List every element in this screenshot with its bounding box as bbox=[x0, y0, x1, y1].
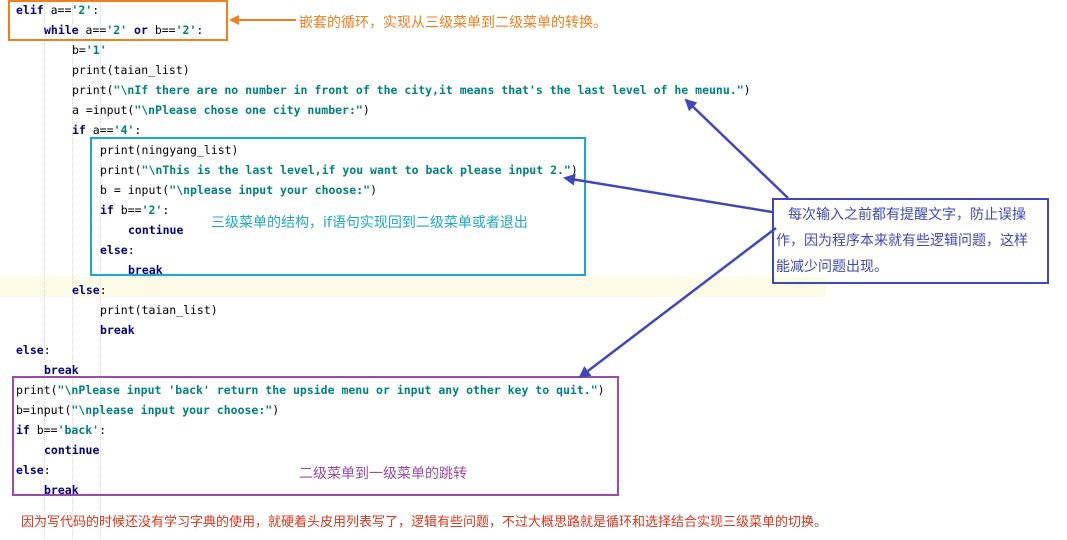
code-line: else: bbox=[16, 343, 51, 357]
code-line: continue bbox=[128, 223, 184, 237]
level2-jump-box bbox=[12, 376, 619, 496]
prompt-arrow-mid bbox=[563, 173, 773, 214]
code-line: else: bbox=[72, 283, 107, 297]
prompt-note-line-3: 能减少问题出现。 bbox=[776, 259, 888, 275]
level3-structure-annotation: 三级菜单的结构，if语句实现回到二级菜单或者退出 bbox=[211, 215, 528, 231]
code-line: else: bbox=[16, 463, 51, 477]
prompt-note-line-2: 作，因为程序本来就有些逻辑问题，这样 bbox=[776, 233, 1028, 249]
code-line: print(taian_list) bbox=[72, 63, 190, 77]
code-line: if a=='4': bbox=[72, 123, 142, 137]
prompt-note-annotation: 每次输入之前都有提醒文字，防止误操 作，因为程序本来就有些逻辑问题，这样 能减少… bbox=[776, 202, 1028, 280]
code-line: break bbox=[44, 363, 79, 377]
code-line: print("\nThis is the last level,if you w… bbox=[100, 163, 578, 177]
code-line: break bbox=[128, 263, 163, 277]
code-line: print("\nPlease input 'back' return the … bbox=[16, 383, 605, 397]
code-line: b='1' bbox=[72, 43, 107, 57]
code-line: break bbox=[100, 323, 135, 337]
code-line: if b=='2': bbox=[100, 203, 170, 217]
indent-guide-2 bbox=[72, 0, 73, 540]
code-line: a =input("\nPlease chose one city number… bbox=[72, 103, 370, 117]
prompt-arrow-top bbox=[684, 98, 789, 199]
indent-guide-3 bbox=[100, 0, 101, 540]
level3-structure-box bbox=[90, 137, 586, 276]
prompt-note-box bbox=[772, 198, 1049, 284]
prompt-note-line-1: 每次输入之前都有提醒文字，防止误操 bbox=[788, 207, 1026, 223]
code-line: break bbox=[44, 483, 79, 497]
nested-loop-box bbox=[8, 0, 228, 41]
code-line: while a=='2' or b=='2': bbox=[44, 23, 204, 37]
current-line-highlight bbox=[0, 277, 826, 297]
level2-jump-annotation: 二级菜单到一级菜单的跳转 bbox=[299, 466, 467, 482]
prompt-arrow-bottom bbox=[578, 227, 777, 379]
code-line: print(taian_list) bbox=[100, 303, 218, 317]
code-line: elif a=='2': bbox=[16, 3, 100, 17]
footer-note: 因为写代码的时候还没有学习字典的使用，就硬着头皮用列表写了，逻辑有些问题，不过大… bbox=[21, 515, 828, 530]
code-line: b=input("\nplease input your choose:") bbox=[16, 403, 280, 417]
code-line: else: bbox=[100, 243, 135, 257]
indent-guide-1 bbox=[44, 0, 45, 540]
nested-loop-annotation: 嵌套的循环，实现从三级菜单到二级菜单的转换。 bbox=[299, 15, 607, 31]
code-line: b = input("\nplease input your choose:") bbox=[100, 183, 377, 197]
code-line: if b=='back': bbox=[16, 423, 107, 437]
code-line: print(ningyang_list) bbox=[100, 143, 239, 157]
code-line: print("\nIf there are no number in front… bbox=[72, 83, 751, 97]
code-line: continue bbox=[44, 443, 100, 457]
